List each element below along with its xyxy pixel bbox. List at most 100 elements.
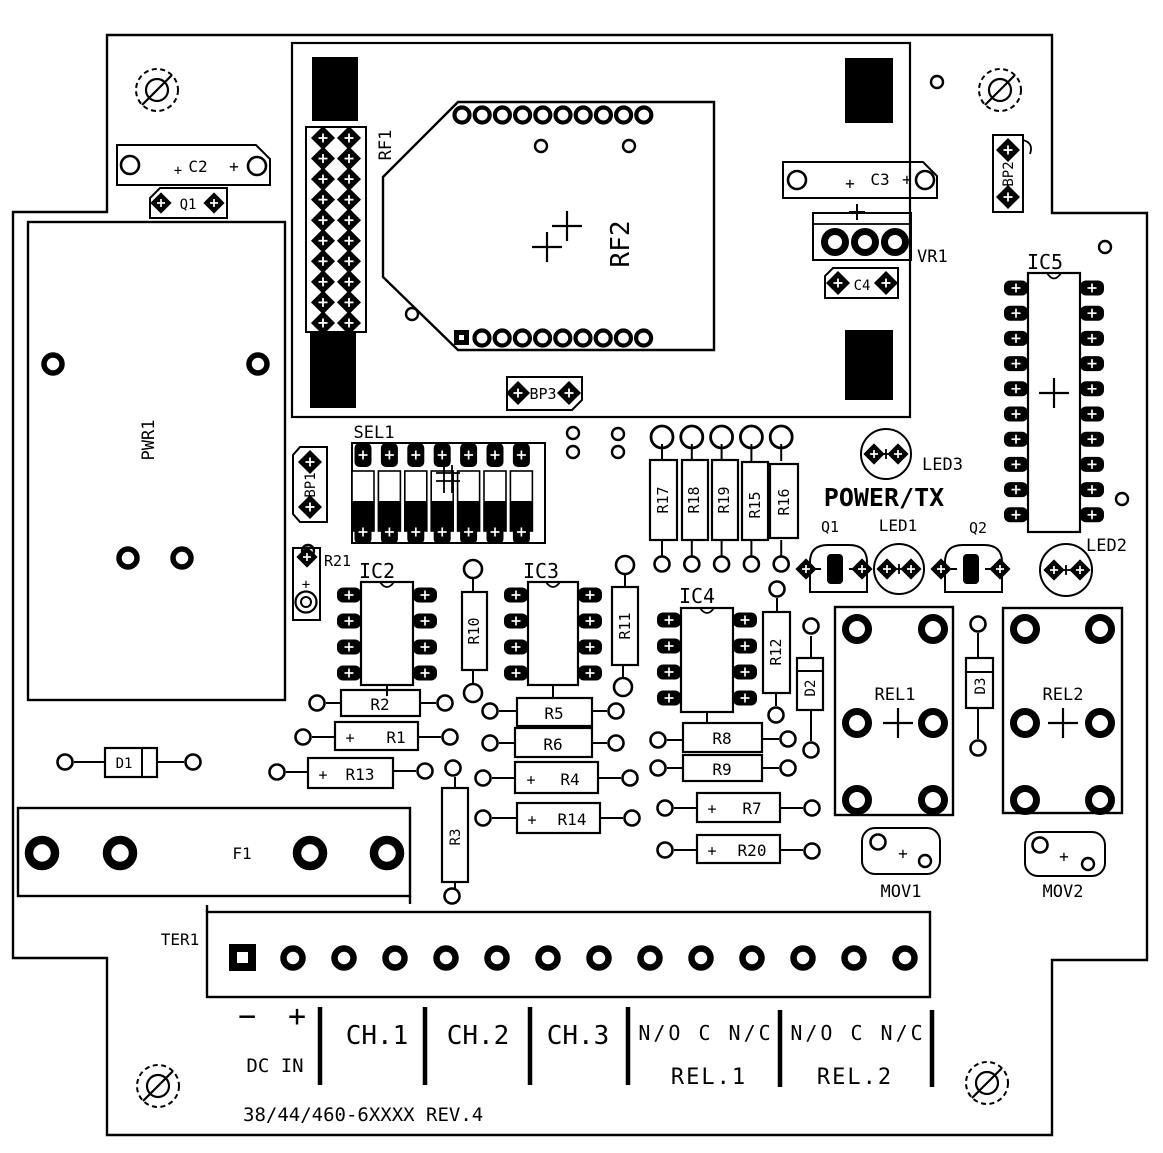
component-r16: R16 (768, 462, 800, 540)
sel1-hatch-mark (436, 465, 460, 493)
mov1-label: MOV1 (881, 882, 922, 902)
component-led2: LED2 (1039, 536, 1127, 597)
via (1097, 239, 1113, 255)
mounting-hole-bottom-left (135, 1063, 181, 1109)
component-sel1: SEL1 (351, 423, 546, 545)
d3-label: D3 (973, 678, 989, 695)
ic3-label: IC3 (523, 559, 559, 583)
component-q1: Q1 (794, 518, 874, 593)
component-mov2: + MOV2 (1024, 831, 1106, 902)
component-rel1: REL1 (833, 605, 955, 817)
r12-label: R12 (767, 638, 785, 665)
ter1-label: TER1 (161, 930, 200, 949)
via (565, 425, 581, 441)
rel1-terminal-label: REL.1 (671, 1065, 747, 1090)
component-f1: F1 (16, 806, 412, 904)
terminal-legend: − + DC IN CH.1 CH.2 CH.3 N/O C N/C N/O C… (238, 999, 935, 1090)
component-rel2: REL2 (1001, 606, 1124, 813)
component-ter1: TER1 (161, 905, 932, 999)
r2-label: R2 (370, 695, 389, 714)
f1-label: F1 (232, 844, 251, 863)
component-r19: R19 (710, 458, 740, 542)
via (610, 426, 626, 442)
component-c3: + C3 + (782, 161, 938, 199)
rf-smd-pad (845, 58, 893, 123)
q2-label: Q2 (969, 519, 987, 537)
rf-smd-pad (312, 57, 358, 121)
mov2-polarity: + (1059, 847, 1069, 866)
component-r21: + R21 (292, 545, 351, 621)
r4-polarity: + (526, 771, 535, 789)
r14-polarity: + (527, 811, 536, 829)
c2-label: C2 (188, 157, 207, 176)
ic4-label: IC4 (679, 584, 715, 608)
c3-polarity: + (845, 174, 855, 193)
rel2-label: REL2 (1043, 685, 1084, 705)
rf2-label: RF2 (606, 221, 636, 268)
component-q2: Q2 (929, 519, 1012, 593)
component-mov1: + MOV1 (861, 827, 941, 902)
component-r20: + R20 (656, 833, 821, 865)
r21-polarity: + (302, 577, 310, 593)
mounting-hole-top-right (977, 67, 1023, 113)
r21-label: R21 (324, 552, 351, 570)
component-r12: R12 (761, 580, 792, 724)
d1-label: D1 (116, 756, 133, 772)
vr1-label: VR1 (917, 247, 948, 267)
component-d3: D3 (964, 615, 995, 757)
rel2-terminal-label: REL.2 (817, 1065, 893, 1090)
board-code: 38/44/460-6XXXX REV.4 (243, 1104, 483, 1126)
r14-label: R14 (558, 810, 587, 829)
component-q1-top: Q1 (149, 187, 228, 219)
r17-label: R17 (654, 486, 672, 513)
r13-label: R13 (346, 765, 375, 784)
via (610, 444, 626, 460)
r1-label: R1 (386, 728, 405, 747)
mov2-label: MOV2 (1043, 882, 1084, 902)
r8-label: R8 (712, 729, 731, 748)
component-d1: D1 (56, 746, 202, 779)
component-ic5: IC5 (1003, 250, 1105, 534)
r20-label: R20 (738, 841, 767, 860)
ic5-label: IC5 (1027, 250, 1063, 274)
legend-dividers (317, 1007, 935, 1087)
r18-label: R18 (685, 486, 703, 513)
component-r5: R5 (481, 696, 625, 728)
component-r7: + R7 (656, 791, 821, 824)
resistor-bank: R17 R18 R19 R15 R16 (648, 424, 800, 573)
component-bp2: BP2 (992, 134, 1032, 213)
component-ic3: IC3 (503, 559, 603, 697)
led3-label: LED3 (922, 455, 963, 475)
component-c4: C4 (824, 267, 899, 299)
c2-polarity: + (174, 163, 182, 179)
q1-top-label: Q1 (180, 197, 197, 213)
bp3-label: BP3 (529, 385, 556, 403)
component-led3: LED3 (860, 428, 963, 480)
d2-label: D2 (803, 680, 819, 697)
r19-label: R19 (715, 486, 733, 513)
component-r9: R9 (649, 753, 797, 783)
rf-section: RF1 RF2 BP3 (290, 41, 912, 419)
r10-label: R10 (465, 617, 483, 644)
component-rf2-module: RF2 (381, 100, 716, 352)
mounting-hole-bottom-right (964, 1060, 1010, 1106)
terminal-pin-square (229, 944, 256, 971)
power-tx-label: POWER/TX (824, 483, 944, 512)
r7-polarity: + (707, 800, 716, 818)
r4-label: R4 (560, 770, 579, 789)
r16-label: R16 (775, 488, 793, 515)
ch2-label: CH.2 (447, 1021, 510, 1051)
rel1-contacts-label: N/O C N/C (638, 1021, 773, 1045)
component-r10: R10 (460, 558, 489, 704)
mov1-polarity: + (898, 844, 908, 863)
component-r15: R15 (740, 460, 770, 542)
r13-polarity: + (318, 766, 327, 784)
r11-label: R11 (616, 612, 634, 639)
component-r2: R2 (308, 688, 454, 718)
component-bp1: BP1 (292, 446, 328, 523)
component-rf1-connector: RF1 (305, 125, 396, 336)
via (929, 74, 945, 90)
r6-label: R6 (543, 735, 562, 754)
